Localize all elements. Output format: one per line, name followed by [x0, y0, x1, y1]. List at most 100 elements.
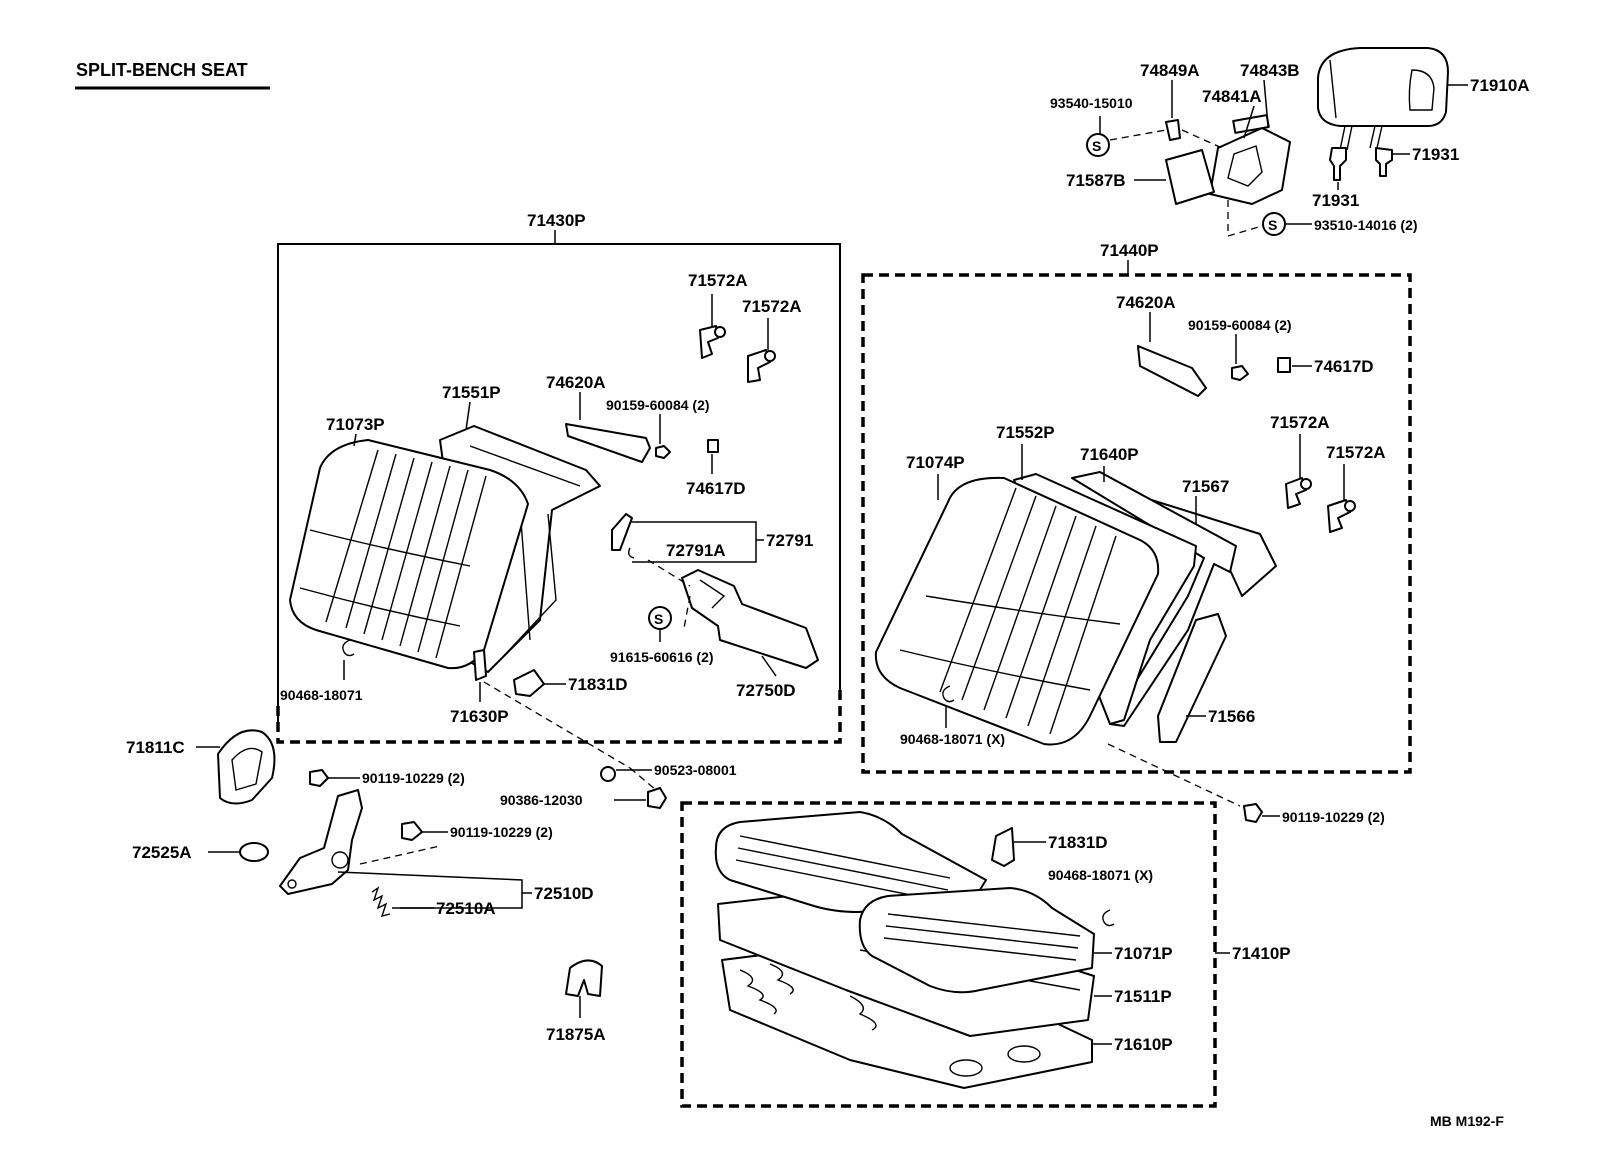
label-90119-10229-b: 90119-10229 (2) — [450, 824, 553, 840]
label-71831D-left: 71831D — [568, 675, 628, 694]
label-71552P: 71552P — [996, 423, 1055, 442]
drawing-code: MB M192-F — [1430, 1113, 1504, 1129]
label-90119-10229-right: 90119-10229 (2) — [1282, 809, 1385, 825]
nut-90386 — [647, 787, 667, 809]
clip-74617D-right — [1277, 357, 1291, 373]
hinge-hardware: 71811C 90119-10229 (2) 72510D 90119-1022… — [126, 681, 737, 1044]
s-symbol-icon — [1262, 212, 1286, 236]
label-72791: 72791 — [766, 531, 813, 550]
label-72510A: 72510A — [436, 899, 496, 918]
group-label-seatback-right: 71440P — [1100, 241, 1159, 260]
headrest-support-right — [1375, 147, 1393, 177]
label-93540-15010: 93540-15010 — [1050, 95, 1133, 111]
guide-74620A-left — [565, 423, 651, 463]
seatback-left-assembly: 71073P 71551P 90468-18071 71630P 71572A … — [280, 271, 819, 726]
label-71610P: 71610P — [1114, 1035, 1173, 1054]
label-90468-18071-left: 90468-18071 — [280, 687, 363, 703]
bracket-71831D-cushion — [991, 827, 1015, 867]
label-93510-14016: 93510-14016 (2) — [1314, 217, 1418, 233]
label-74620A-left: 74620A — [546, 373, 606, 392]
label-71875A: 71875A — [546, 1025, 606, 1044]
label-90119-10229-a: 90119-10229 (2) — [362, 770, 465, 786]
label-71931-right: 71931 — [1412, 145, 1459, 164]
label-71630P: 71630P — [450, 707, 509, 726]
clip-72791A — [627, 547, 635, 559]
seat-cushion-assembly: 71610P 71511P 71071P 71831D 90468-18071 … — [714, 811, 1173, 1089]
bolt-90119-b — [401, 821, 423, 841]
guide-74620A-right — [1137, 345, 1207, 397]
label-71811C: 71811C — [126, 738, 185, 757]
cushion-cover-right — [858, 887, 1095, 994]
label-74841A: 74841A — [1202, 87, 1262, 106]
svg-text:S: S — [1268, 217, 1277, 233]
svg-text:S: S — [654, 611, 663, 627]
label-72791A: 72791A — [666, 541, 726, 560]
group-seatback-right: 71440P — [861, 241, 1412, 774]
label-71831D-cushion: 71831D — [1048, 833, 1108, 852]
label-74849A: 74849A — [1140, 61, 1200, 80]
hinge-72510D — [279, 789, 363, 895]
knob-72525A — [239, 842, 269, 862]
label-71073P: 71073P — [326, 415, 385, 434]
label-90159-60084-left: 90159-60084 (2) — [606, 397, 710, 413]
label-71071P: 71071P — [1114, 944, 1173, 963]
hinge-cover-71811C — [217, 729, 276, 805]
s-symbol-icon — [1086, 133, 1110, 157]
label-90386-12030: 90386-12030 — [500, 792, 583, 808]
cover-71875A — [565, 959, 603, 997]
spring-frame-71640P — [1071, 471, 1237, 727]
label-74620A-right: 74620A — [1116, 293, 1176, 312]
label-71572A-left-2: 71572A — [742, 297, 802, 316]
label-71572A-right-2: 71572A — [1326, 443, 1386, 462]
seatback-cover-71074P — [874, 476, 1160, 746]
headrest — [1317, 47, 1449, 127]
headrest-guide-cover — [1209, 127, 1291, 205]
group-seatback-left: 71430P — [276, 211, 842, 744]
bracket-71572A-1 — [699, 325, 719, 359]
label-72750D: 72750D — [736, 681, 796, 700]
label-71910A: 71910A — [1470, 76, 1530, 95]
label-90468-18071-right: 90468-18071 (X) — [900, 731, 1005, 747]
label-71640P: 71640P — [1080, 445, 1139, 464]
recliner-72750D — [681, 569, 819, 669]
bolt-90119-right — [1243, 803, 1263, 823]
label-71511P: 71511P — [1114, 987, 1172, 1006]
label-74843B: 74843B — [1240, 61, 1300, 80]
label-74617D-right: 74617D — [1314, 357, 1374, 376]
label-71572A-left-1: 71572A — [688, 271, 748, 290]
label-71551P: 71551P — [442, 383, 501, 402]
clip-74617D-left — [707, 439, 719, 453]
hog-ring-icon — [342, 639, 355, 657]
label-71566: 71566 — [1208, 707, 1255, 726]
spring-72510A — [371, 886, 391, 917]
hinge-71630P — [473, 649, 487, 681]
seatback-right-assembly: 74620A 90159-60084 (2) 74617D 71572A 715… — [874, 293, 1386, 825]
bracket-71831D-left — [513, 669, 545, 697]
group-seat-cushion: 71410P — [680, 801, 1291, 1108]
label-74617D-left: 74617D — [686, 479, 746, 498]
screw-90159-left — [655, 445, 671, 459]
group-label-seat-cushion: 71410P — [1232, 944, 1291, 963]
headrest-support-left — [1329, 147, 1347, 181]
label-71567: 71567 — [1182, 477, 1229, 496]
s-symbol-icon — [648, 606, 672, 630]
hog-ring-icon — [1102, 909, 1115, 927]
label-72525A: 72525A — [132, 843, 192, 862]
link-72791 — [611, 513, 633, 551]
screw-90159-right — [1231, 365, 1249, 381]
hog-ring-icon — [942, 685, 955, 703]
label-71587B: 71587B — [1066, 171, 1126, 190]
washer-90523 — [600, 766, 616, 782]
label-72510D: 72510D — [534, 884, 594, 903]
bolt-90119-a — [309, 769, 329, 787]
label-71572A-right-1: 71572A — [1270, 413, 1330, 432]
label-71931-left: 71931 — [1312, 191, 1359, 210]
label-90159-60084-right: 90159-60084 (2) — [1188, 317, 1292, 333]
clip-74849A — [1165, 119, 1181, 141]
svg-text:S: S — [1092, 138, 1101, 154]
label-90468-18071-cushion: 90468-18071 (X) — [1048, 867, 1153, 883]
label-71074P: 71074P — [906, 453, 965, 472]
pad-71566 — [1157, 613, 1227, 743]
